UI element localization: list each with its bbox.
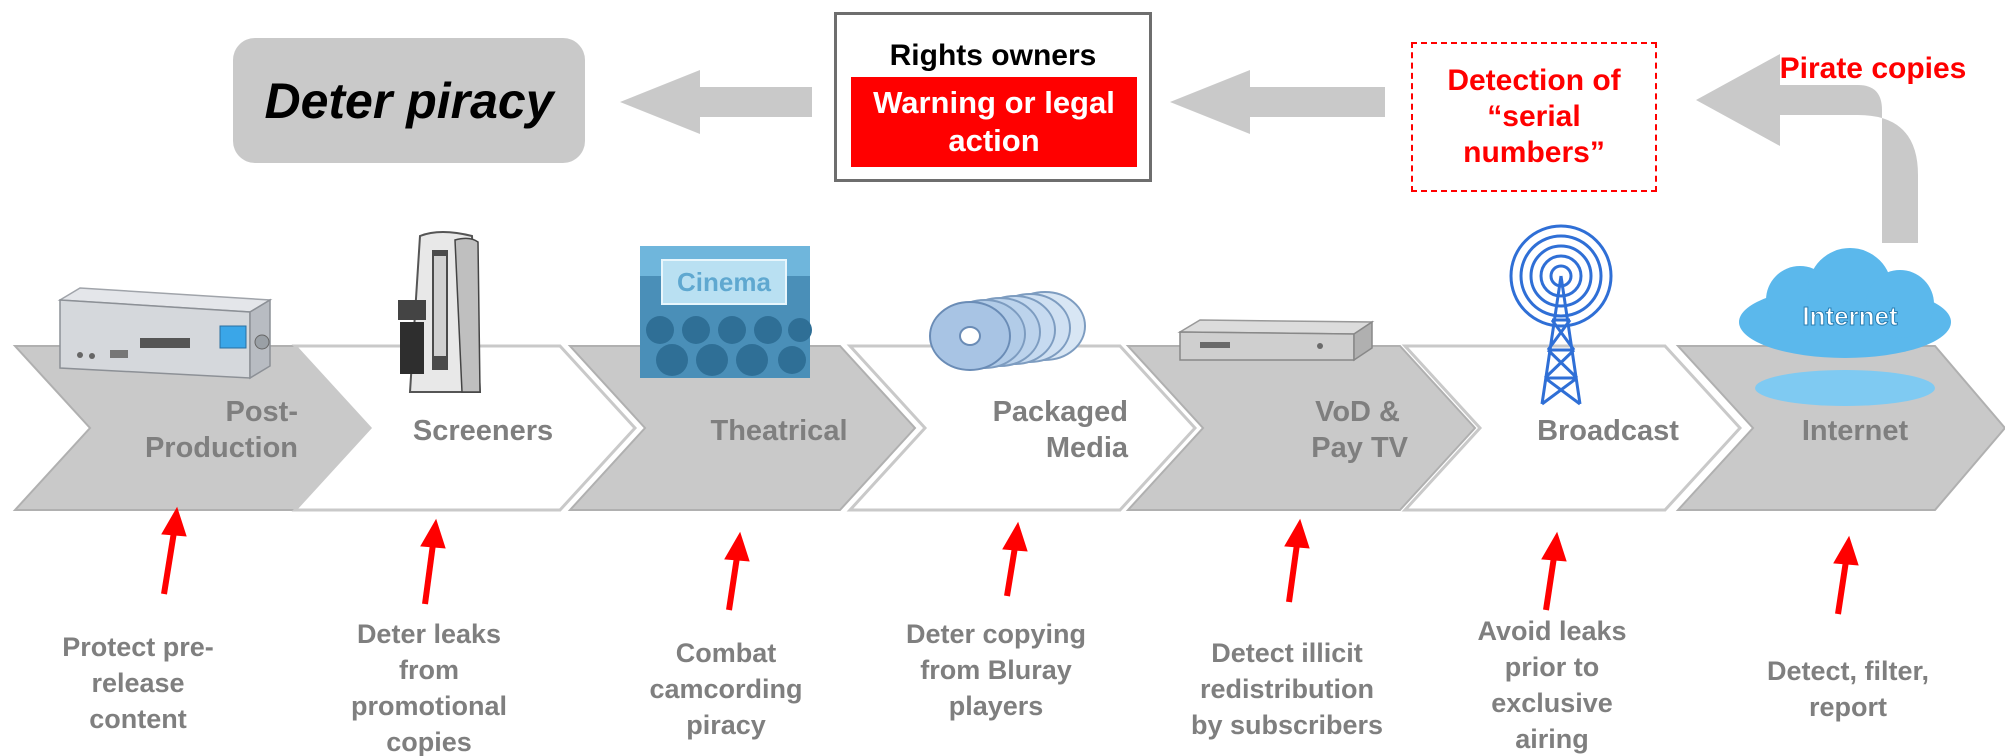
stage-label-internet: Internet xyxy=(1802,415,1909,447)
stage-label-screeners: Screeners xyxy=(413,415,553,447)
red-arrow-internet xyxy=(1833,535,1859,615)
warning-legal-action-label: Warning or legal action xyxy=(873,85,1115,158)
red-arrow-packaged-media xyxy=(1002,521,1028,597)
chevron-broadcast xyxy=(1401,344,1743,512)
detection-serial-numbers-box: Detection of “serial numbers” xyxy=(1411,42,1657,192)
stage-label-vod-paytv: VoD &Pay TV xyxy=(1311,396,1408,464)
deter-piracy-box: Deter piracy xyxy=(233,38,585,163)
stage-label-post-production: Post-Production xyxy=(145,396,298,464)
broadcast-tower-icon xyxy=(1509,224,1613,406)
disc-duplicator-icon xyxy=(398,231,482,393)
warning-legal-action-box: Warning or legal action xyxy=(851,77,1137,167)
post-production-server-icon xyxy=(57,287,273,380)
cinema-icon: Cinema xyxy=(640,246,812,378)
red-arrow-vod-paytv xyxy=(1284,518,1310,603)
red-arrow-theatrical xyxy=(724,531,750,611)
disc-stack-icon xyxy=(929,291,1086,371)
stage-labels: Post-Production Screeners Theatrical Pac… xyxy=(145,396,1909,464)
detection-serial-numbers-label: Detection of “serial numbers” xyxy=(1447,64,1621,169)
value-chain-chevrons xyxy=(12,344,2005,512)
chevron-packaged-media xyxy=(846,344,1198,512)
arrow-to-rights-owners xyxy=(1170,70,1385,134)
cinema-sign-text: Cinema xyxy=(677,267,771,297)
pirate-copies-label: Pirate copies xyxy=(1779,52,1967,85)
red-arrow-screeners xyxy=(420,518,446,605)
chevron-screeners xyxy=(291,344,638,512)
internet-cloud-text: Internet xyxy=(1802,301,1898,331)
stage-label-broadcast: Broadcast xyxy=(1537,415,1679,447)
set-top-box-icon xyxy=(1177,319,1375,362)
arrow-pirate-copies xyxy=(1696,54,1918,243)
deter-piracy-label: Deter piracy xyxy=(264,72,554,129)
chevron-vod-paytv xyxy=(1125,345,1477,511)
stage-label-theatrical: Theatrical xyxy=(711,415,848,447)
red-arrows xyxy=(161,506,1859,615)
chevron-theatrical xyxy=(567,345,917,511)
rights-owners-label: Rights owners xyxy=(889,39,1097,72)
internet-cloud-icon: Internet xyxy=(1739,248,1951,406)
arrow-to-deter-piracy xyxy=(620,70,812,134)
flow-arrows xyxy=(620,54,1918,243)
red-arrow-post-production xyxy=(161,506,187,595)
red-arrow-broadcast xyxy=(1541,531,1567,611)
rights-owners-box: Rights owners Warning or legal action xyxy=(834,12,1152,182)
task-label-internet: Detect, filter,report xyxy=(1767,656,1929,722)
